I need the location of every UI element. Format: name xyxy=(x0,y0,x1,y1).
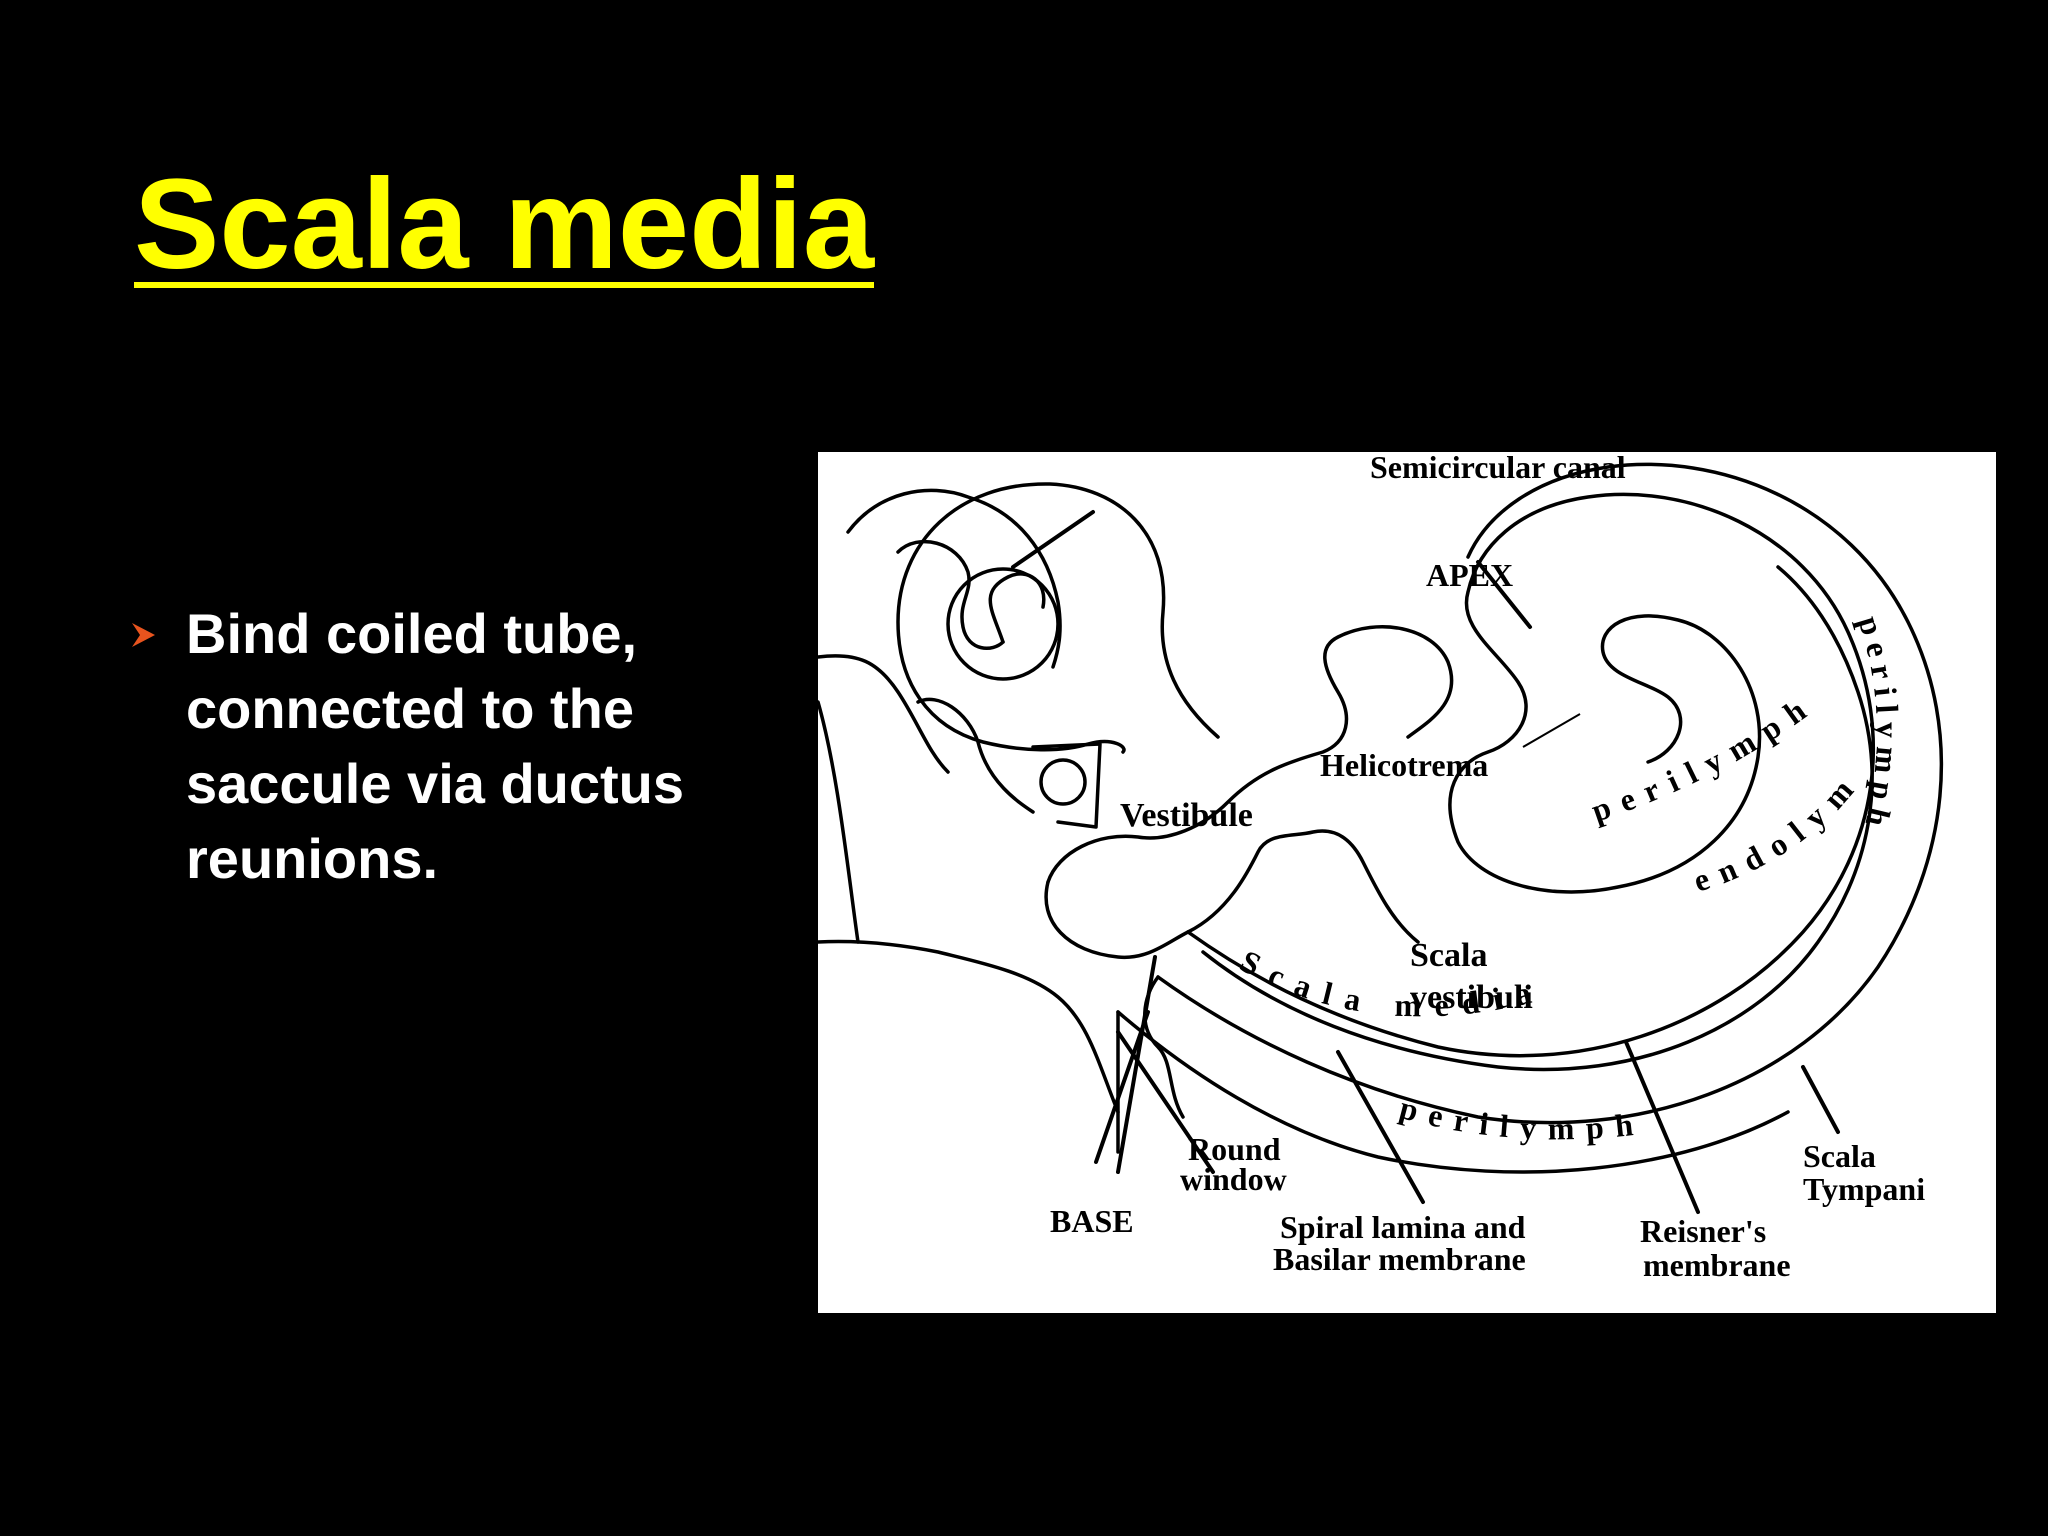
label-scala-tympani-line1: Scala xyxy=(1803,1138,1876,1174)
label-scala-vestibuli-line1: Scala xyxy=(1410,937,1487,974)
label-scala-tympani-line2: Tympani xyxy=(1803,1171,1925,1207)
label-reisners-line1: Reisner's xyxy=(1640,1213,1766,1249)
bullet-list: Bind coiled tube, connected to the saccu… xyxy=(120,596,780,896)
label-scala-media: Scala media xyxy=(1235,943,1548,1024)
label-round-window-line2: window xyxy=(1180,1161,1287,1197)
vestibule-outline xyxy=(1044,625,1454,960)
bullet-item: Bind coiled tube, connected to the saccu… xyxy=(120,596,780,896)
label-apex: APEX xyxy=(1426,557,1513,593)
label-spiral-lamina-line1: Spiral lamina and xyxy=(1280,1209,1526,1245)
leader-lines xyxy=(1011,510,1840,1214)
middle-ear-outline xyxy=(818,488,1120,1114)
cochlear-spiral xyxy=(1116,462,1944,1174)
label-perilymph-lower: perilymph xyxy=(1396,1089,1646,1146)
label-perilymph-upper: perilymph xyxy=(1587,685,1822,829)
cochlea-diagram: Semicircular canal APEX Helicotrema Vest… xyxy=(818,452,1996,1313)
label-endolymph: endolymph xyxy=(818,452,1868,899)
label-round-window-line1: Round xyxy=(1188,1131,1281,1167)
bullet-text: Bind coiled tube, connected to the saccu… xyxy=(186,602,685,890)
label-perilymph-outer: perilymph xyxy=(1852,612,1906,838)
label-helicotrema: Helicotrema xyxy=(1320,747,1488,783)
label-vestibule: Vestibule xyxy=(1120,797,1253,834)
slide-title: Scala media xyxy=(134,153,874,296)
label-reisners-line2: membrane xyxy=(1643,1247,1791,1283)
label-scala-vestibuli-line2: vestibuli xyxy=(1410,979,1533,1016)
semicircular-canal xyxy=(896,482,1220,754)
arrowhead-right-icon xyxy=(132,623,155,647)
label-spiral-lamina-line2: Basilar membrane xyxy=(1273,1241,1526,1277)
label-base: BASE xyxy=(1050,1203,1134,1239)
cochlea-drawing: Semicircular canal APEX Helicotrema Vest… xyxy=(818,452,1944,1283)
label-semicircular-canal: Semicircular canal xyxy=(1370,452,1626,485)
